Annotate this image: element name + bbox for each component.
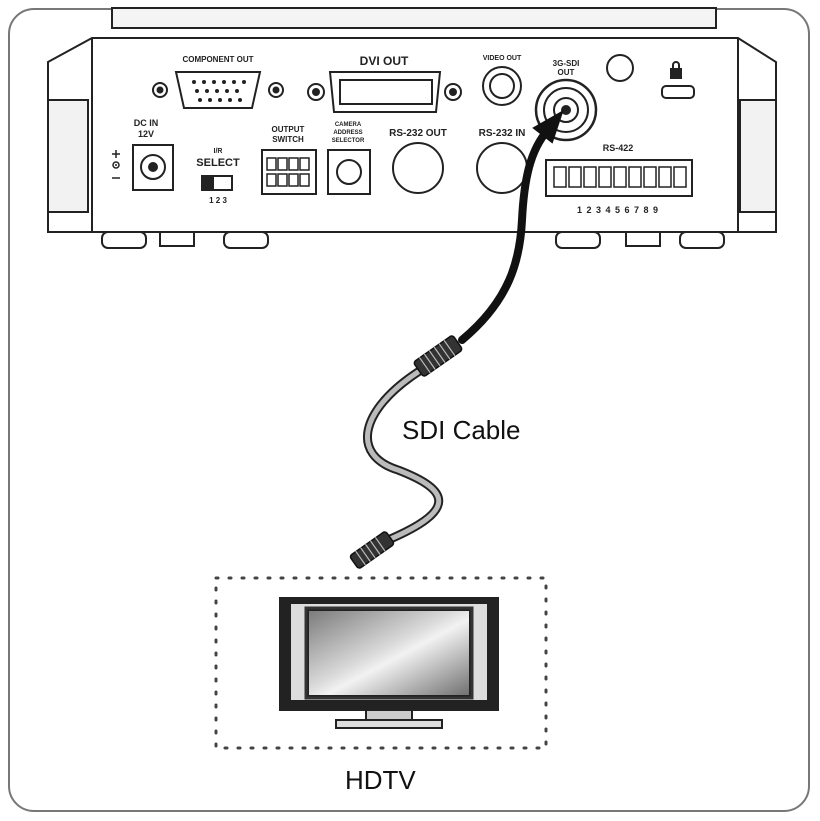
rs422-label: RS-422 [603,143,634,153]
ir-select-label-line1: I/R [214,148,223,155]
rs232-in-port [476,142,528,194]
hdtv-label: HDTV [345,765,416,795]
camera-address-selector[interactable] [327,149,371,195]
hdtv-group [214,576,548,750]
dc-in-label-line1: DC IN [134,118,159,128]
sdi-cable [349,109,564,569]
sdi-out-label-line1: 3G-SDI [553,59,580,68]
rs422-numbers: 1 2 3 4 5 6 7 8 9 [577,205,659,215]
output-switch-dip[interactable] [261,149,317,195]
rs422-terminal [545,159,693,197]
dvi-out-port [307,71,462,113]
component-out-port [152,71,284,109]
panel-knob [606,54,634,82]
sdi-out-label-line2: OUT [558,68,575,77]
sdi-cable-label: SDI Cable [402,415,521,445]
port-labels: COMPONENT OUT DVI OUT VIDEO OUT 3G-SDI O… [134,54,659,215]
dc-in-label-line2: 12V [138,129,154,139]
bnc-connector-icon [413,335,463,377]
ir-select-label-line2: SELECT [196,157,240,169]
power-polarity-icon [112,150,120,179]
lock-icon [670,61,682,79]
rs232-out-port [392,142,444,194]
ir-select-switch[interactable] [201,175,233,191]
dvi-out-label: DVI OUT [360,54,409,68]
hdtv-dotted-outline [214,576,548,750]
bnc-connector-icon [349,531,395,569]
camera-address-label-line2: ADDRESS [333,130,362,136]
ir-select-numbers: 1 2 3 [209,196,227,205]
output-switch-label-line1: OUTPUT [272,125,305,134]
camera-address-label-line1: CAMERA [335,122,362,128]
rs232-in-label: RS-232 IN [479,128,526,139]
hdtv-icon [279,597,499,729]
camera-address-label-line3: SELECTOR [332,138,365,144]
output-switch-label-line2: SWITCH [272,135,304,144]
video-out-label: VIDEO OUT [483,55,522,62]
rs232-out-label: RS-232 OUT [389,128,447,139]
video-out-port [482,66,522,106]
dc-in-port [132,144,174,191]
component-out-label: COMPONENT OUT [182,55,253,64]
security-slot [661,85,695,99]
